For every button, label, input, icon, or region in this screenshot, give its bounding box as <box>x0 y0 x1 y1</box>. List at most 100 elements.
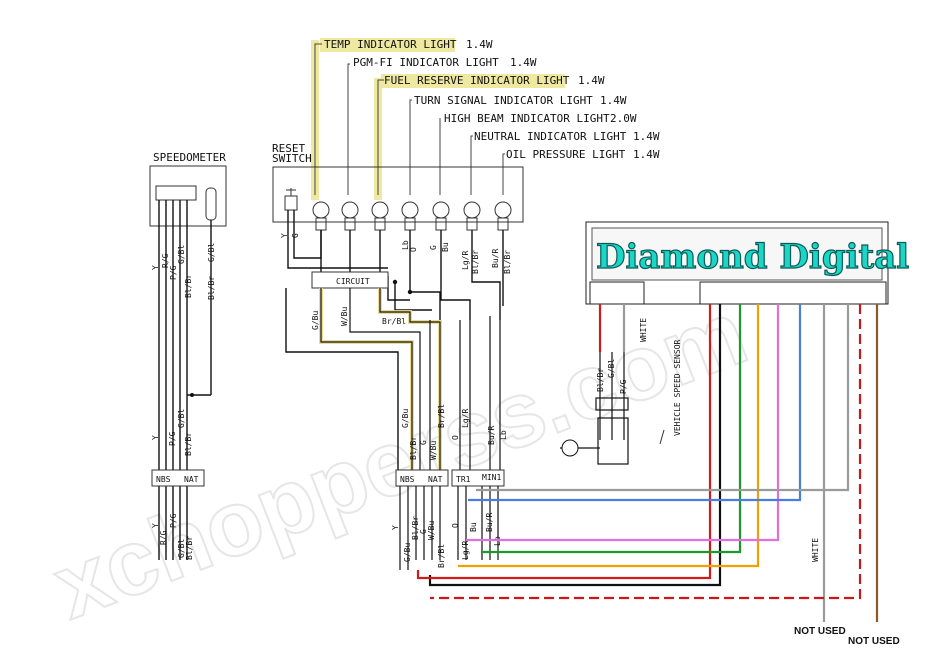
indicator-watt-highbeam: 2.0W <box>610 112 637 125</box>
speedo-mid-blbr: Bl/Br <box>184 432 193 456</box>
reset-switch <box>284 195 298 211</box>
speedo-mid-y: Y <box>151 435 160 440</box>
mid-code-o: O <box>451 435 460 440</box>
sensor-code-blbr: Bl/Br <box>596 368 605 392</box>
mid-code-g: G <box>419 440 428 445</box>
bot-code-bur: Bu/R <box>485 513 494 532</box>
speedometer: SPEEDOMETER Y R/G P/G G/Bl Bl/Br G/Bl Bl… <box>149 151 227 560</box>
mid-code-gbu: G/Bu <box>401 409 410 428</box>
indicator-label-pgmfi: PGM-FI INDICATOR LIGHT <box>353 56 499 69</box>
speedo-code-y: Y <box>151 265 160 270</box>
bot-code-bu: Bu <box>469 522 478 532</box>
indicator-watt-neutral: 1.4W <box>633 130 660 143</box>
indicator-label-highbeam: HIGH BEAM INDICATOR LIGHT <box>444 112 610 125</box>
reset-code-g: G <box>291 233 300 238</box>
bot-code-brbl: Br/Bl <box>437 544 446 568</box>
panel-side-wbu: W/Bu <box>340 307 349 326</box>
wire-orange <box>458 304 760 568</box>
indicator-panel: RESET SWITCH <box>272 142 524 570</box>
indicator-watt-pgmfi: 1.4W <box>510 56 537 69</box>
white-label-top: WHITE <box>639 318 648 342</box>
fuel-label-highlight <box>381 74 565 88</box>
indicator-label-turn: TURN SIGNAL INDICATOR LIGHT <box>414 94 593 107</box>
wire-gray <box>476 304 850 492</box>
indicator-watt-fuel: 1.4W <box>578 74 605 87</box>
white-label-bottom: WHITE <box>811 538 820 562</box>
indicator-watt-oil: 1.4W <box>633 148 660 161</box>
speedo-code-gbl-2: G/Bl <box>207 243 216 262</box>
indicator-label-neutral: NEUTRAL INDICATOR LIGHT <box>474 130 627 143</box>
bot-code-o: O <box>451 523 460 528</box>
wire-blue <box>468 304 802 502</box>
speedo-mid-pg: P/G <box>168 431 177 446</box>
panel-code-lb: Lb <box>401 240 410 250</box>
speedo-code-blbr-2: Bl/Br <box>207 276 216 300</box>
speedo-bot-pg: P/G <box>169 513 178 528</box>
not-used-label-1: NOT USED <box>794 626 846 637</box>
panel-code-g: G <box>429 245 438 250</box>
speedo-bot-rg: R/G <box>159 530 168 545</box>
speedo-code-blbr: Bl/Br <box>184 274 193 298</box>
panel-side-brbl: Br/Bl <box>382 317 406 326</box>
panel-code-blbr-2: Bl/Br <box>503 250 512 274</box>
wire-dashed-red <box>430 304 862 600</box>
mid-code-brbl: Br/Bl <box>437 404 446 428</box>
panel-code-bur: Bu/R <box>491 249 500 268</box>
bot-code-lgr: Lg/R <box>461 541 470 560</box>
speedo-code-rg: R/G <box>161 253 170 268</box>
bot-code-y: Y <box>391 525 400 530</box>
speedo-bot-gbl: G/Bl <box>177 539 186 558</box>
bot-code-blbr: Bl/Br <box>411 516 420 540</box>
indicator-watt-turn: 1.4W <box>600 94 627 107</box>
mid-code-wbu: W/Bu <box>429 441 438 460</box>
connector-right-min1: MIN1 <box>482 473 501 482</box>
speedo-code-gbl: G/Bl <box>177 245 186 264</box>
mid-code-lb: Lb <box>499 430 508 440</box>
vehicle-speed-sensor: Bl/Br G/Bl P/G VEHICLE SPEED SENSOR <box>560 339 682 465</box>
connector-left <box>395 469 449 487</box>
panel-code-o: O <box>409 247 418 252</box>
mid-code-blbr: Bl/Br <box>409 436 418 460</box>
sensor-code-pg: P/G <box>619 379 628 394</box>
panel-code-bu: Bu <box>441 242 450 252</box>
indicator-label-oil: OIL PRESSURE LIGHT <box>506 148 626 161</box>
speedo-connector <box>151 469 205 487</box>
connector-left-nbs: NBS <box>400 475 415 484</box>
not-used-label-2: NOT USED <box>848 636 900 647</box>
diamond-digital-unit: Diamond Digital <box>585 221 910 305</box>
speedo-bot-y: Y <box>151 523 160 528</box>
mid-code-lgr: Lg/R <box>461 409 470 428</box>
wire-red <box>416 304 712 580</box>
reset-label-1: RESET <box>272 142 305 155</box>
colored-wires <box>416 304 879 622</box>
vehicle-speed-sensor-label: VEHICLE SPEED SENSOR <box>673 339 682 436</box>
speedo-connector-nat: NAT <box>184 475 199 484</box>
connector-right-tr1: TR1 <box>456 475 471 484</box>
indicator-label-fuel: FUEL RESERVE INDICATOR LIGHT <box>384 74 570 87</box>
reset-code-y: Y <box>280 233 289 238</box>
indicator-callouts: TEMP INDICATOR LIGHT 1.4W PGM-FI INDICAT… <box>311 38 660 200</box>
speedo-bot-blbr: Bl/Br <box>185 536 194 560</box>
panel-code-lgr: Lg/R <box>461 251 470 270</box>
speedometer-bulb <box>205 187 217 221</box>
mid-code-bur: Bu/R <box>487 426 496 445</box>
panel-code-blbr: Bl/Br <box>471 250 480 274</box>
bot-code-gbu: G/Bu <box>403 543 412 562</box>
indicator-watt-temp: 1.4W <box>466 38 493 51</box>
speedo-mid-gbl: G/Bl <box>177 409 186 428</box>
wire-green <box>482 304 742 554</box>
temp-label-highlight <box>320 38 455 52</box>
wire-black <box>428 304 722 587</box>
sensor-code-gbl: G/Bl <box>607 359 616 378</box>
connector-left-nat: NAT <box>428 475 443 484</box>
circuit-label: CIRCUIT <box>336 277 370 286</box>
speedo-code-pg: P/G <box>169 265 178 280</box>
reset-label-2: SWITCH <box>272 152 312 165</box>
indicator-label-temp: TEMP INDICATOR LIGHT <box>324 38 457 51</box>
panel-side-gbu: G/Bu <box>311 311 320 330</box>
wire-violet <box>466 304 780 542</box>
bot-code-wbu: W/Bu <box>427 521 436 540</box>
brand-logo: Diamond Digital <box>596 237 909 277</box>
bot-code-g: G <box>419 529 428 534</box>
